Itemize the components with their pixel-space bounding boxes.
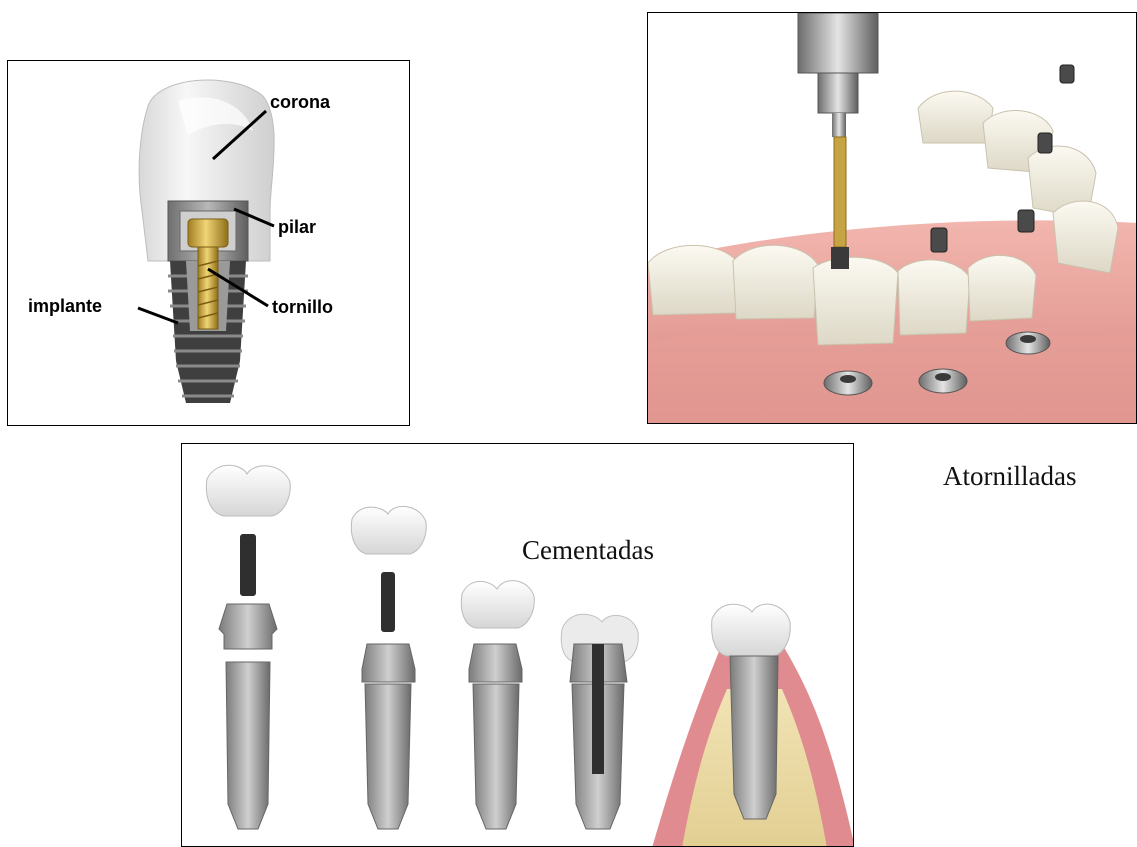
stage-2-exploded [351, 506, 426, 829]
premolar-1 [898, 260, 970, 335]
stage-4-assembled-section [561, 614, 638, 829]
stage-3-crown-over-abutment [461, 581, 534, 829]
stage-5-in-jaw [652, 604, 854, 847]
label-implante: implante [28, 296, 102, 316]
driver-shaft [834, 137, 846, 247]
implant-anatomy-illustration: corona pilar tornillo implante [8, 61, 410, 426]
screw-retained-caption: Atornilladas [943, 461, 1076, 492]
label-pilar: pilar [278, 217, 316, 237]
cemented-sequence-panel [181, 443, 854, 847]
molar-2 [733, 245, 818, 319]
cemented-caption: Cementadas [522, 535, 654, 566]
stage-1-exploded [206, 465, 290, 829]
screw-retained-bridge-panel [647, 12, 1137, 424]
molar-1 [648, 245, 738, 315]
crown-under-driver [813, 257, 898, 345]
label-corona: corona [270, 92, 331, 112]
driver-head [798, 13, 878, 73]
cemented-sequence-illustration [182, 444, 854, 847]
screw-retained-bridge-illustration [648, 13, 1137, 424]
premolar-2 [968, 255, 1036, 321]
label-tornillo: tornillo [272, 297, 333, 317]
implant-anatomy-panel: corona pilar tornillo implante [7, 60, 410, 426]
screw-head-shape [188, 219, 228, 247]
